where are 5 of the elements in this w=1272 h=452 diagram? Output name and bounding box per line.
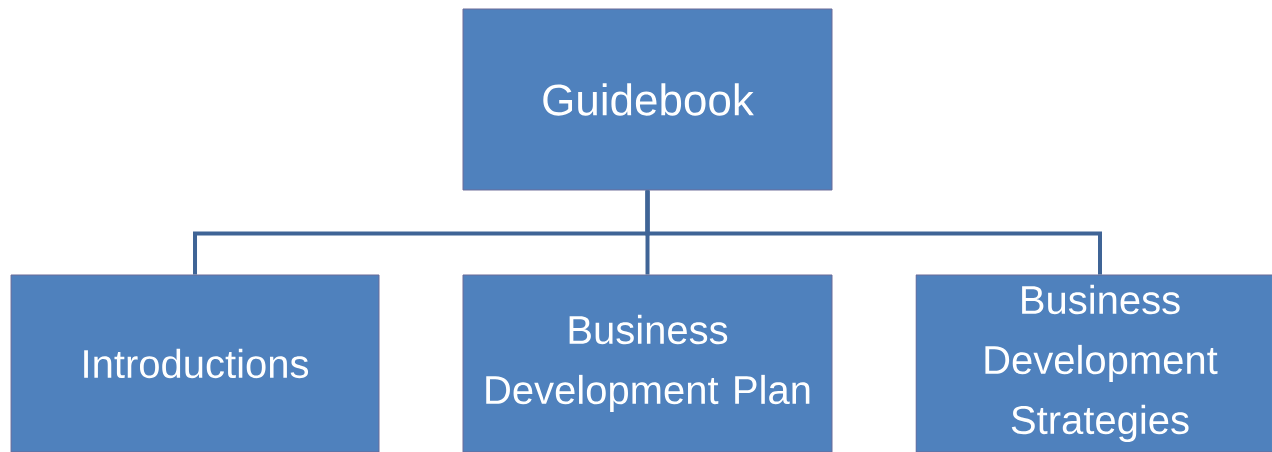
- org-box: Business Development Plan: [462, 274, 833, 452]
- org-box: Business Development Strategies: [915, 274, 1272, 452]
- org-box: Introductions: [10, 274, 380, 452]
- connector-line: [645, 190, 1102, 275]
- org-box: Guidebook: [462, 8, 833, 191]
